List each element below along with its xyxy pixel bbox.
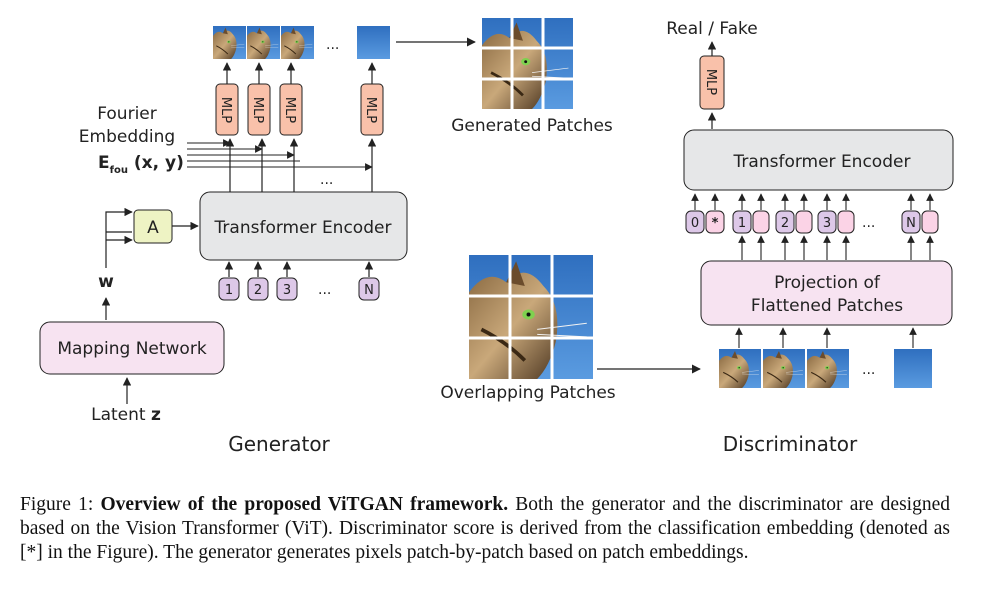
svg-text:MLP: MLP <box>363 97 378 123</box>
token: N <box>358 277 380 301</box>
a-box-label: A <box>147 218 159 238</box>
fourier-label-2: Embedding <box>79 127 175 147</box>
generator-title: Generator <box>228 432 330 456</box>
patch-to-projection-arrows <box>735 327 917 348</box>
generator-mlps: MLP MLP MLP MLP <box>215 83 384 136</box>
mapping-network-label: Mapping Network <box>57 339 206 359</box>
projection-box <box>700 260 953 326</box>
svg-text:1: 1 <box>738 216 746 231</box>
svg-text:3: 3 <box>283 283 291 298</box>
fourier-label-1: Fourier <box>97 104 157 124</box>
efou-label: Efou (x, y) <box>98 153 184 176</box>
svg-text:MLP: MLP <box>250 97 265 123</box>
projection-label-1: Projection of <box>774 273 881 293</box>
fourier-arrows <box>187 139 373 171</box>
token: N <box>901 210 939 234</box>
fourier-ellipsis: ... <box>320 172 333 188</box>
patch-image-n <box>357 26 390 59</box>
token-cls: 0 <box>685 210 705 234</box>
w-label: w <box>98 272 114 292</box>
discriminator-tokens: 0 * 1 2 3 ... N <box>685 210 939 234</box>
disc-token-arrows <box>691 193 934 210</box>
discriminator-patch-strip: ... <box>719 349 932 388</box>
patch-strip-ellipsis: ... <box>326 37 339 53</box>
mlp-box: MLP <box>247 83 271 136</box>
discriminator-transformer-encoder <box>683 129 954 191</box>
token-star: * <box>705 210 725 234</box>
token: 2 <box>775 210 813 234</box>
w-to-a-arrows <box>105 207 199 268</box>
token-to-encoder-arrows <box>224 261 374 277</box>
svg-text:N: N <box>364 283 374 298</box>
generator-transformer-encoder <box>199 191 408 261</box>
svg-text:3: 3 <box>823 216 831 231</box>
svg-text:*: * <box>712 216 719 231</box>
svg-text:MLP: MLP <box>218 97 233 123</box>
svg-text:N: N <box>906 216 916 231</box>
mlp-box: MLP <box>279 83 303 136</box>
svg-text:2: 2 <box>254 283 262 298</box>
token: 2 <box>247 277 269 301</box>
discriminator-title: Discriminator <box>723 432 858 456</box>
mapping-network-box <box>39 321 225 375</box>
projection-label-2: Flattened Patches <box>751 296 903 316</box>
generated-patches-label: Generated Patches <box>451 116 613 136</box>
generator-tokens: 1 2 3 ... N <box>218 277 380 301</box>
figure-caption: Figure 1: Overview of the proposed ViTGA… <box>20 494 950 563</box>
token-ellipsis: ... <box>862 215 875 231</box>
caption-bold: Overview of the proposed ViTGAN framewor… <box>100 494 509 515</box>
vitgan-diagram: ... Generated Patches MLP MLP MLP MLP <box>39 18 954 456</box>
discriminator-mlp-label: MLP <box>703 69 718 95</box>
latent-z-label: Latent z <box>91 405 161 425</box>
patch-image-1 <box>213 26 246 59</box>
projection-to-token-arrows <box>738 235 934 260</box>
token: 1 <box>218 277 240 301</box>
mlp-box: MLP <box>360 83 384 136</box>
svg-text:0: 0 <box>691 216 699 231</box>
svg-text:...: ... <box>862 362 875 378</box>
encoder-to-mlp-arrows <box>225 138 377 192</box>
token: 1 <box>732 210 770 234</box>
generated-patch-strip: ... <box>213 26 390 59</box>
overlapping-patches-label: Overlapping Patches <box>440 383 615 403</box>
svg-text:1: 1 <box>225 283 233 298</box>
mlp-output-arrows <box>222 62 377 84</box>
generated-patches-grid <box>482 18 573 109</box>
mlp-box: MLP <box>215 83 239 136</box>
patch-image-2 <box>247 26 280 59</box>
discriminator-encoder-label: Transformer Encoder <box>733 152 911 172</box>
token: 3 <box>276 277 298 301</box>
svg-text:2: 2 <box>781 216 789 231</box>
real-fake-label: Real / Fake <box>666 19 758 39</box>
token-ellipsis: ... <box>318 282 331 298</box>
patch-image-3 <box>281 26 314 59</box>
token: 3 <box>817 210 855 234</box>
generator-encoder-label: Transformer Encoder <box>214 218 392 238</box>
svg-text:MLP: MLP <box>282 97 297 123</box>
overlapping-patches-grid <box>469 255 593 379</box>
